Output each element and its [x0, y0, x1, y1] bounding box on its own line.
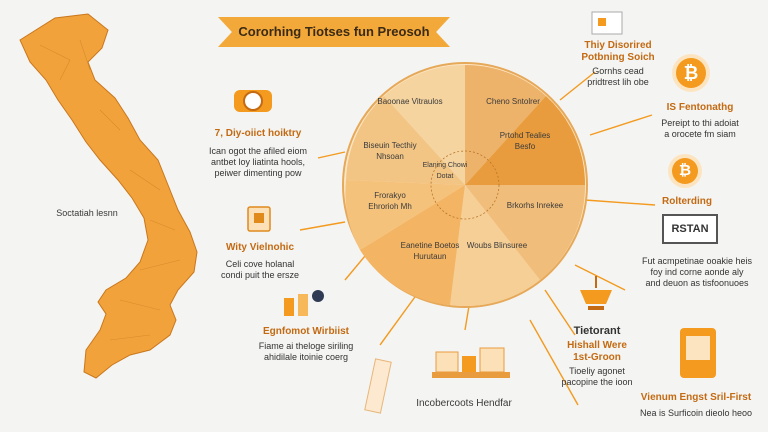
pie-segment-6 — [450, 185, 540, 306]
pie-label-7: Eanetine Boetos Hurutaun — [400, 241, 460, 261]
pie-label-5: Brkorhs Inrekee — [506, 201, 564, 210]
right-block-4-subtitle-2: 1st-Groon — [573, 352, 621, 363]
bowl-icon — [580, 276, 612, 310]
pie-label-6: Woubs Blinsuree — [466, 241, 528, 250]
pie-segment-3 — [465, 64, 546, 185]
left-block-2-line-2: condi puit the ersze — [220, 270, 300, 280]
right-block-5-line-1: Nea is Surficoin dieolo heoo — [639, 408, 753, 418]
bitcoin-icon: ₿ — [676, 58, 706, 88]
pie-inner-label: Elaning Chowi Dotat — [422, 162, 468, 180]
right-block-2-title: IS Fentonathg — [666, 102, 734, 113]
pie-inner-ring — [430, 150, 500, 220]
right-block-3-line-1: Fut acmpetinae ooakie heis — [641, 256, 753, 266]
right-block-3-line-3: and deuon as tisfoonuoes — [645, 278, 749, 288]
left-block-3-line-1: Fiame ai theloge siriling — [258, 341, 354, 351]
left-block-2-title: Wity Vielnohic — [225, 242, 295, 253]
pie-segment-8 — [345, 180, 465, 250]
right-block-3-line-2: foy ind corne aonde aly — [650, 267, 744, 277]
market-stall-icon — [432, 347, 510, 378]
building-icon — [591, 11, 623, 35]
pie-segment-7 — [360, 185, 465, 305]
phone-wallet-icon — [680, 328, 716, 378]
right-block-1-subtitle: Potbning Soich — [581, 52, 655, 63]
receipt-icon — [364, 358, 392, 414]
connector-lines — [299, 71, 656, 406]
pie-label-2: Biseuin Tecthiy Nhsoan — [363, 141, 417, 161]
map-label: Soctatiah lesnn — [56, 208, 118, 218]
bottom-center-label: Incobercoots Hendfar — [416, 398, 512, 409]
left-block-2-line-1: Celi cove holanal — [225, 259, 295, 269]
pie-label-1: Baoonae Vitraulos — [377, 97, 443, 106]
map-province-lines — [39, 39, 181, 341]
left-block-3-title: Egnfomot Wirbiist — [262, 326, 349, 337]
trophy-icon — [247, 206, 271, 232]
pie-segment-4 — [465, 96, 586, 185]
title-banner: Cororhing Tiotses fun Preosoh — [218, 17, 450, 47]
rstan-box: RSTAN — [662, 214, 718, 244]
pie-label-3: Cheno Sntolrer — [486, 97, 540, 106]
right-block-3-title: Rolterding — [662, 196, 712, 207]
pie-label-8: Frorakyo Ehrorioh Mh — [368, 191, 412, 211]
central-pie-diagram — [342, 62, 588, 308]
right-block-4-line-1: Tioeliy agonet — [569, 366, 625, 376]
right-block-2-line-1: Pereipt to thi adoiat — [661, 118, 739, 128]
right-block-1-line-2: pridtrest lih obe — [587, 77, 649, 87]
left-block-1-line-1: Ican ogot the afiled eiom — [208, 146, 308, 156]
right-block-1-line-1: Gornhs cead — [592, 66, 644, 76]
country-map — [19, 13, 198, 379]
left-block-1-line-2: antbet loy liatinta hools, — [210, 157, 306, 167]
pie-label-4: Prtohd Tealies Besfo — [499, 131, 551, 151]
bitcoin-small-icon: ₿ — [672, 158, 698, 184]
pie-segment-2 — [346, 96, 465, 185]
right-block-4-line-2: pacopine the ioon — [561, 377, 633, 387]
left-block-3-line-2: ahidilale itoinie coerg — [263, 352, 349, 362]
pie-segment-1 — [384, 64, 465, 185]
tools-icon — [284, 290, 324, 316]
coin-stack-icon — [234, 90, 272, 112]
right-block-5-title: Vienum Engst Sril-First — [640, 392, 752, 403]
pie-segment-5 — [465, 185, 586, 280]
right-block-4-title: Tietorant — [573, 325, 621, 337]
left-block-1-line-3: peiwer dimenting pow — [214, 168, 302, 178]
right-block-2-line-2: a orocete fm siam — [664, 129, 736, 139]
right-block-1-title: Thiy Disorired — [584, 40, 652, 51]
left-block-1-title: 7, Diy-oiict hoiktry — [214, 128, 302, 139]
right-block-4-subtitle: Hishall Were — [567, 340, 627, 351]
